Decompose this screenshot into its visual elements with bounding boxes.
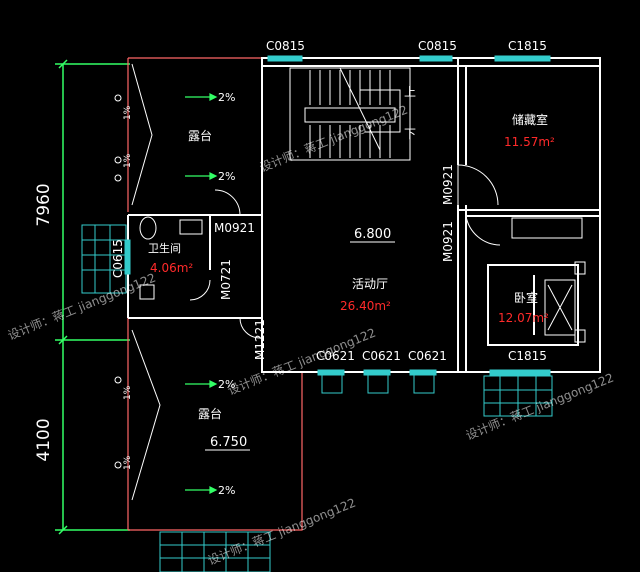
door-label-bathroom: M0921 [214, 221, 255, 235]
window-label-bottom-2: C0621 [362, 349, 401, 363]
room-name-bathroom: 卫生间 [148, 241, 181, 255]
room-name-bedroom: 卧室 [514, 290, 538, 305]
dimension-upper: 7960 [34, 183, 54, 226]
window-label-top-middle: C0815 [418, 39, 457, 53]
dimension-lines [55, 59, 130, 535]
room-area-storage: 11.57m² [504, 135, 555, 149]
elevation-activity-hall: 6.800 [354, 227, 391, 242]
small-slope-2: 1% [123, 153, 133, 168]
terrace-ridges [131, 63, 161, 501]
windows-graphics [124, 55, 551, 376]
room-area-bedroom: 12.07m² [498, 311, 549, 325]
slope-label-terrace-top-2: 2% [218, 170, 235, 183]
door-label-balcony: M1221 [253, 319, 267, 360]
window-label-bedroom-bottom: C1815 [508, 349, 547, 363]
door-label-bedroom: M0921 [441, 221, 455, 262]
room-area-activity-hall: 26.40m² [340, 299, 391, 313]
door-swings [189, 164, 501, 339]
slope-label-terrace-top-1: 2% [218, 91, 235, 104]
window-label-top-right: C1815 [508, 39, 547, 53]
dimension-lower: 4100 [34, 418, 54, 461]
window-label-bottom-1: C0621 [316, 349, 355, 363]
window-label-top-left: C0815 [266, 39, 305, 53]
room-name-terrace-bottom: 露台 [198, 406, 222, 421]
door-label-storage: M0921 [441, 164, 455, 205]
room-area-bathroom: 4.06m² [150, 261, 193, 275]
window-label-bottom-3: C0621 [408, 349, 447, 363]
small-slope-1: 1% [123, 105, 133, 120]
slope-arrows [185, 93, 218, 494]
stair-up-label: 上 [404, 85, 416, 99]
watermark-2: 设计师：蒋工 jianggong122 [258, 103, 410, 175]
slope-label-terrace-bottom-1: 2% [218, 378, 235, 391]
small-slope-3: 1% [123, 385, 133, 400]
watermark-4: 设计师：蒋工 jianggong122 [464, 371, 616, 443]
room-name-terrace-top: 露台 [188, 128, 212, 143]
stair-down-label: 下 [404, 127, 416, 141]
furniture [139, 216, 586, 343]
room-name-storage: 储藏室 [512, 112, 548, 127]
staircase [289, 67, 411, 161]
small-slope-4: 1% [123, 455, 133, 470]
slope-label-terrace-bottom-2: 2% [218, 484, 235, 497]
balcony-grids [81, 224, 553, 572]
downpipes [114, 94, 122, 469]
elevation-terrace-bottom: 6.750 [210, 435, 247, 450]
window-label-bathroom-side: C0615 [111, 239, 125, 278]
room-name-activity-hall: 活动厅 [352, 277, 388, 291]
door-label-bath-lower: M0721 [219, 259, 233, 300]
